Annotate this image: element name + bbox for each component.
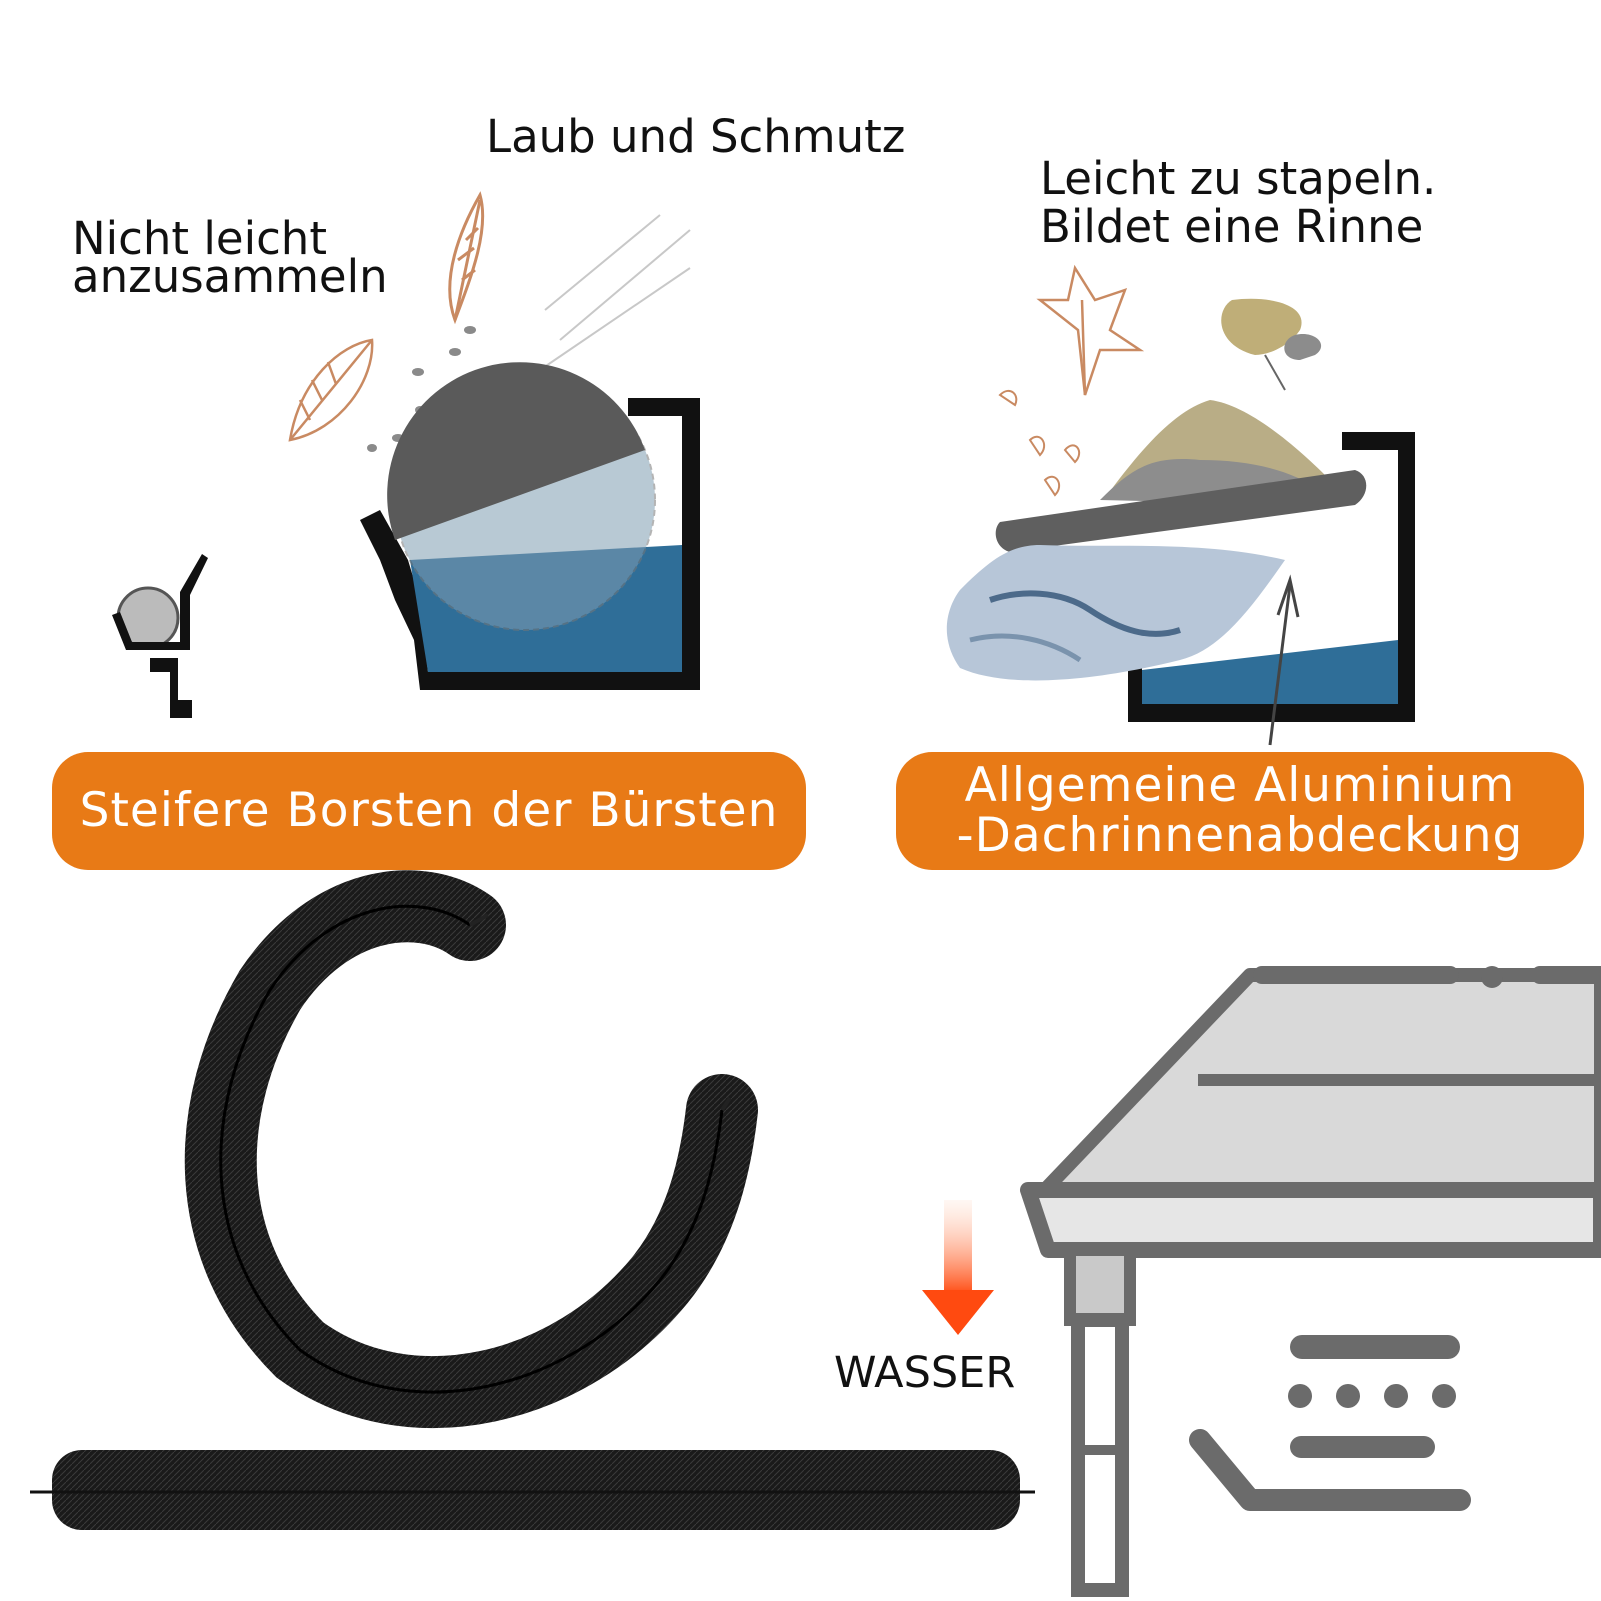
- water-label: WASSER: [834, 1348, 1016, 1398]
- not-accumulate-label-line2: anzusammeln: [72, 250, 388, 303]
- not-accumulate-label-line1: Nicht leicht: [72, 212, 327, 265]
- straight-brush: [52, 1450, 1020, 1530]
- aluminium-cover-badge: Allgemeine Aluminium -Dachrinnenabdeckun…: [896, 752, 1584, 870]
- aluminium-cover-badge-line1: Allgemeine Aluminium: [964, 758, 1516, 813]
- leaf-icon: [288, 338, 374, 442]
- easy-stack-label-line1: Leicht zu stapeln.: [1040, 152, 1437, 205]
- easy-stack-label-line2: Bildet eine Rinne: [1040, 200, 1424, 253]
- brush-profile-icon: [112, 554, 208, 718]
- roof-icon: [1033, 966, 1601, 1202]
- ginkgo-leaf-icon: [1221, 298, 1322, 391]
- stiff-bristles-badge-text: Steifere Borsten der Bürsten: [79, 783, 779, 838]
- stiff-bristles-badge: Steifere Borsten der Bürsten: [52, 752, 806, 870]
- debris-label: Laub und Schmutz: [486, 110, 906, 163]
- gutter-icon: [1020, 1182, 1601, 1597]
- aluminium-cover-badge-line2: -Dachrinnenabdeckung: [956, 808, 1524, 863]
- leaf-icon: [1036, 264, 1145, 396]
- leaf-icon: [448, 191, 485, 325]
